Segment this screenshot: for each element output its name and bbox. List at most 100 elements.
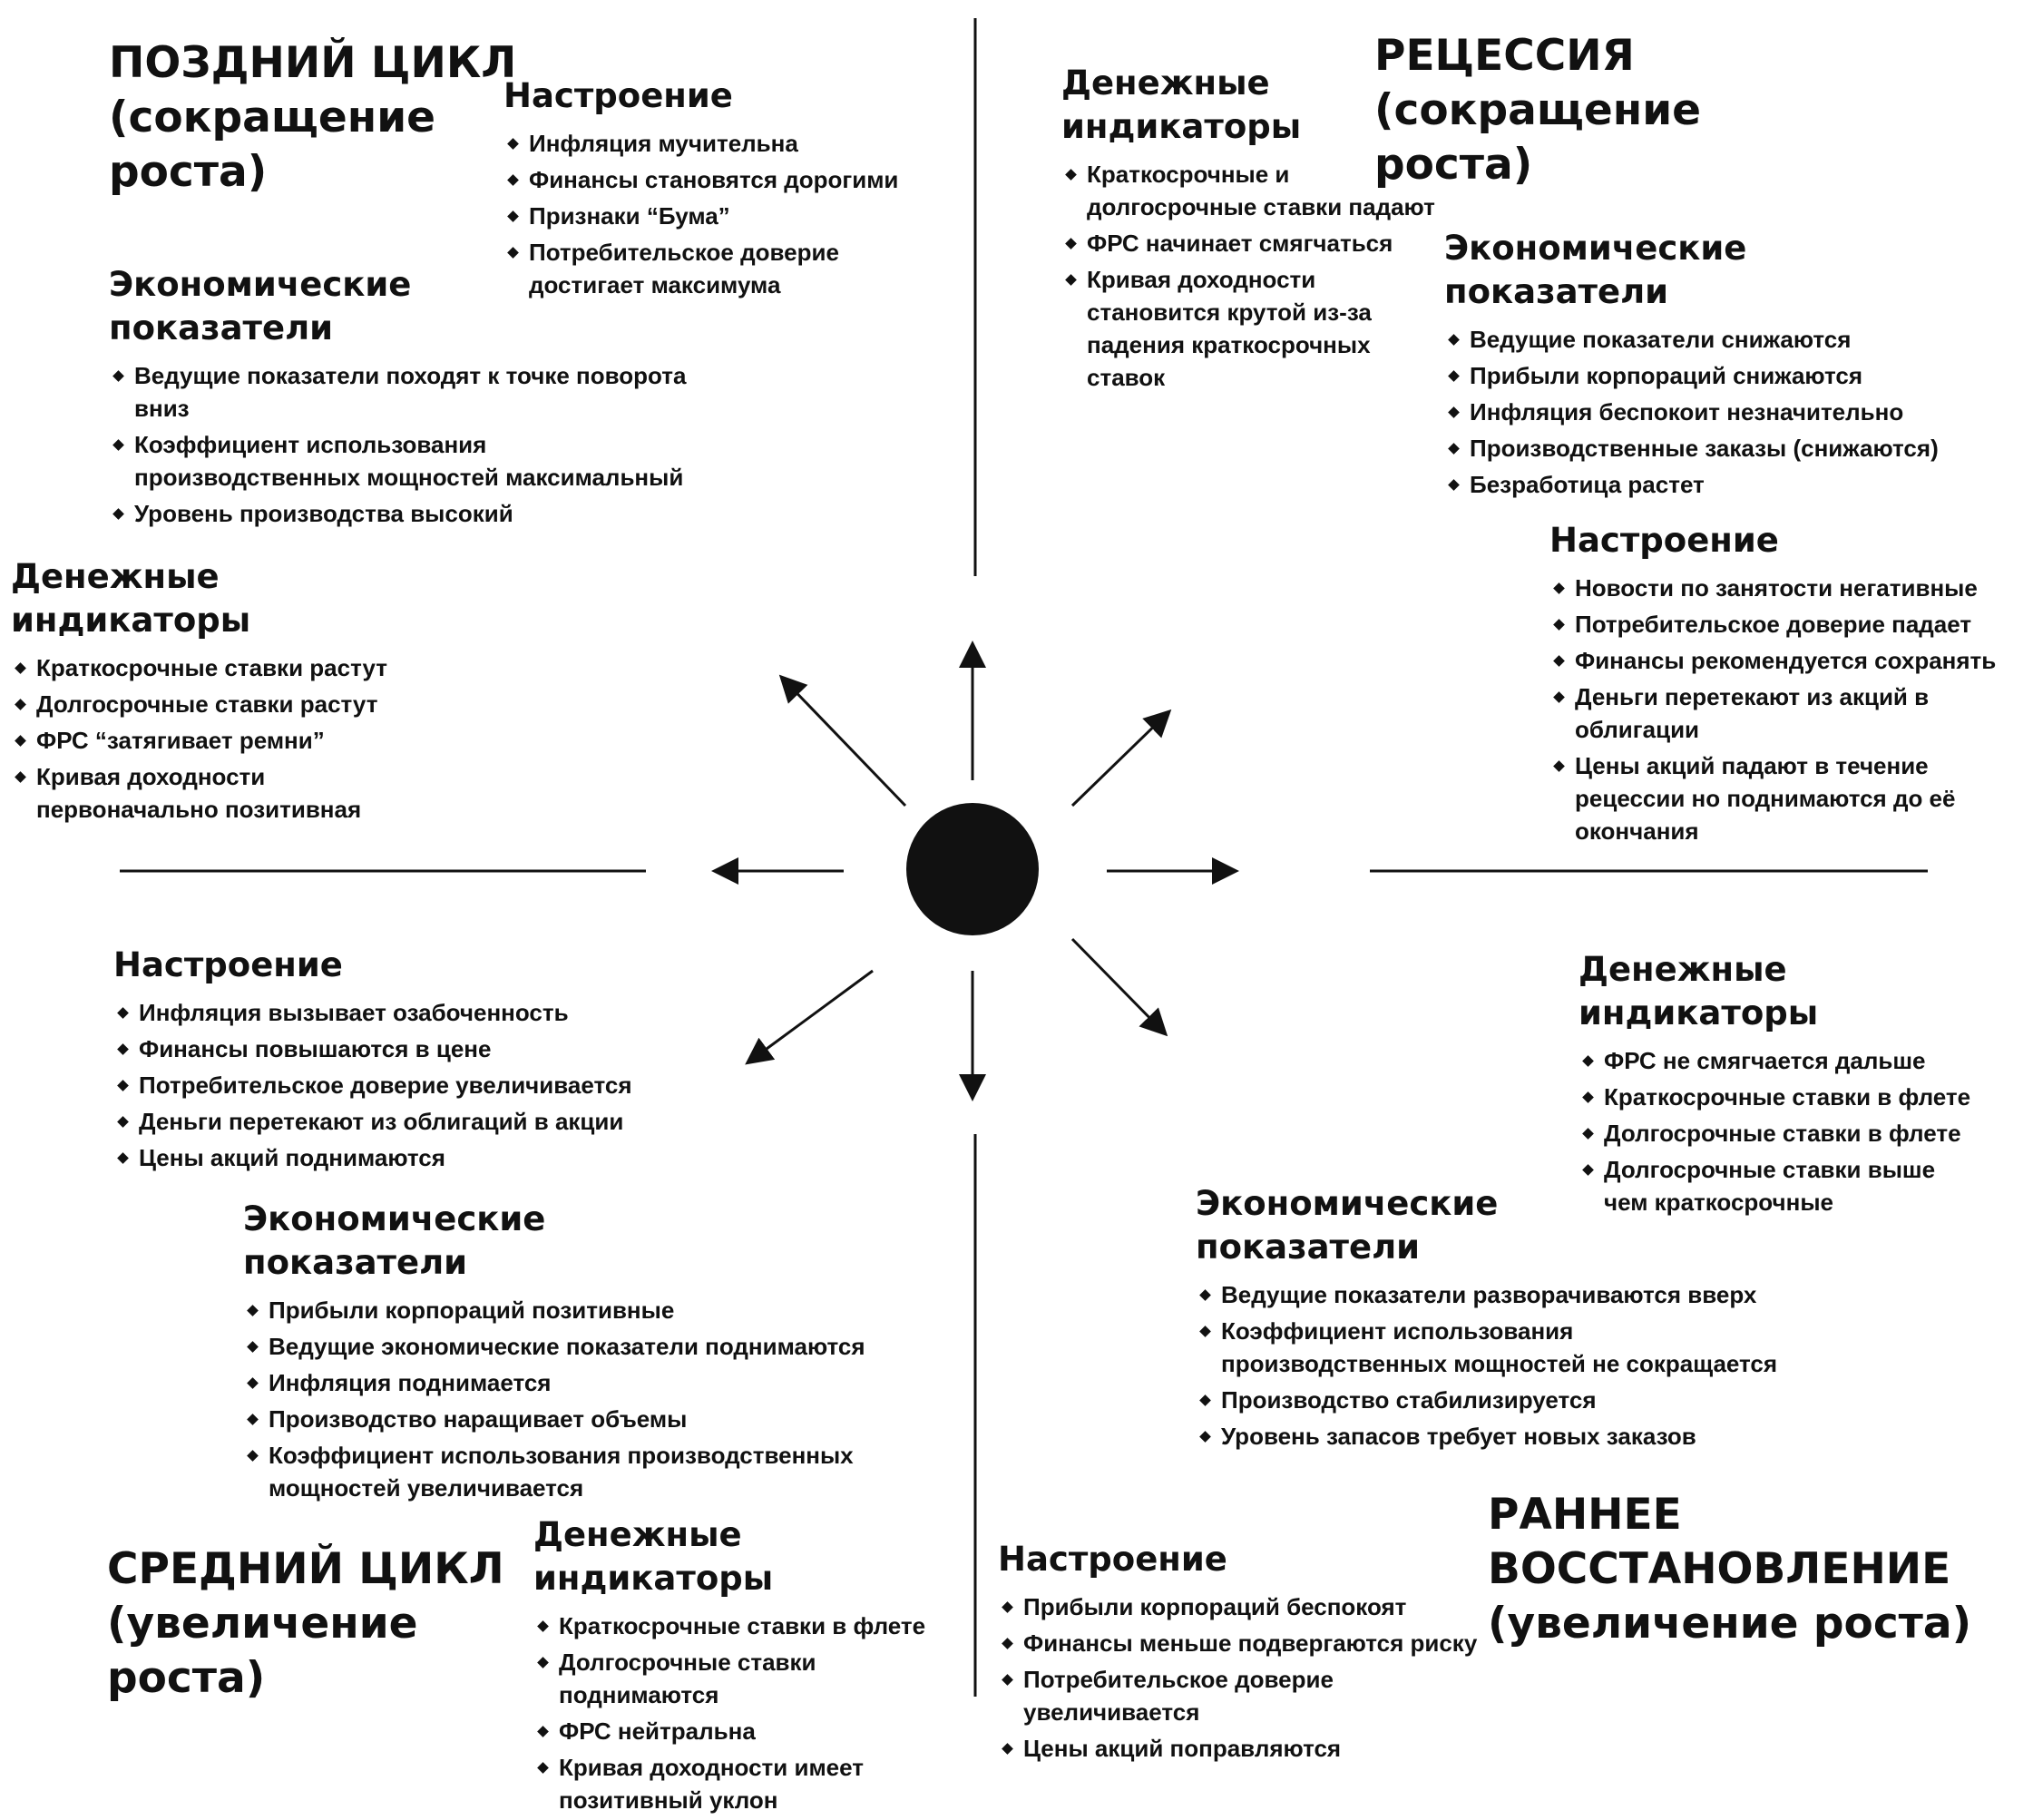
- bullet-item: Коэффициент использования производственн…: [243, 1439, 951, 1504]
- block-heading: Денежные индикаторы: [1579, 950, 1819, 1032]
- bullet-icon: [1002, 1638, 1013, 1649]
- bullet-item: Кривая доходности первоначально позитивн…: [11, 760, 410, 826]
- bullet-icon: [1448, 334, 1460, 346]
- bullet-icon: [507, 210, 519, 222]
- block-heading: Денежные индикаторы: [533, 1515, 774, 1598]
- bullet-item: Потребительское доверие достигает максим…: [503, 236, 903, 301]
- bullet-icon: [247, 1414, 259, 1425]
- bullet-text: Потребительское доверие увеличивается: [1023, 1666, 1334, 1726]
- bullet-item: Инфляция беспокоит незначительно: [1444, 396, 1952, 428]
- bullet-item: Прибыли корпораций позитивные: [243, 1294, 951, 1326]
- bullet-icon: [1582, 1128, 1594, 1140]
- bullet-icon: [537, 1726, 549, 1737]
- bullet-item: Цены акций падают в течение рецессии но …: [1549, 749, 2030, 847]
- bullet-item: Финансы становятся дорогими: [503, 163, 903, 196]
- bullet-icon: [1553, 655, 1565, 667]
- bullet-item: Производство стабилизируется: [1196, 1384, 1794, 1416]
- bullet-icon: [1199, 1431, 1211, 1443]
- bullet-item: Долгосрочные ставки растут: [11, 688, 410, 720]
- arrow-down-left: [745, 969, 874, 1065]
- bullet-icon: [1002, 1601, 1013, 1613]
- bullet-text: Производство стабилизируется: [1221, 1386, 1597, 1414]
- bullet-text: Потребительское доверие увеличивается: [139, 1071, 632, 1099]
- bullet-text: ФРС нейтральна: [559, 1717, 756, 1745]
- bullet-item: Финансы меньше подвергаются риску: [998, 1627, 1506, 1659]
- bullet-text: Краткосрочные ставки в флете: [1604, 1083, 1971, 1111]
- bullet-text: Инфляция беспокоит незначительно: [1470, 398, 1904, 426]
- bullet-text: Потребительское доверие достигает максим…: [529, 239, 839, 298]
- bullet-text: Долгосрочные ставки в флете: [1604, 1120, 1961, 1147]
- bullet-item: Краткосрочные ставки растут: [11, 651, 410, 684]
- bullet-item: Деньги перетекают из облигаций в акции: [113, 1105, 676, 1138]
- bullet-text: Прибыли корпораций беспокоят: [1023, 1593, 1407, 1620]
- bullet-icon: [537, 1762, 549, 1774]
- block-heading: Настроение: [1549, 521, 1779, 560]
- bullet-text: Краткосрочные и долгосрочные ставки пада…: [1087, 161, 1435, 220]
- bullet-item: Долгосрочные ставки выше чем краткосрочн…: [1579, 1153, 1978, 1218]
- bullet-item: Инфляция вызывает озабоченность: [113, 996, 676, 1029]
- bullet-item: Признаки “Бума”: [503, 200, 903, 232]
- bullet-icon: [247, 1341, 259, 1353]
- bullet-item: Коэффициент использования производственн…: [109, 428, 699, 494]
- bullet-icon: [507, 174, 519, 186]
- bullet-text: Коэффициент использования производственн…: [134, 431, 684, 491]
- bullet-item: ФРС “затягивает ремни”: [11, 724, 410, 757]
- bullet-icon: [112, 370, 124, 382]
- bullet-text: Ведущие показатели походят к точке повор…: [134, 362, 687, 422]
- bullet-text: Цены акций падают в течение рецессии но …: [1575, 752, 1956, 845]
- bullet-icon: [507, 138, 519, 150]
- bullet-icon: [247, 1305, 259, 1316]
- bullet-text: Финансы меньше подвергаются риску: [1023, 1629, 1478, 1657]
- bullet-text: Долгосрочные ставки поднимаются: [559, 1649, 816, 1708]
- bullet-text: Деньги перетекают из облигаций в акции: [139, 1108, 624, 1135]
- bullet-item: Цены акций поправляются: [998, 1732, 1506, 1765]
- block-heading: Экономические показатели: [1196, 1184, 1499, 1267]
- bullet-item: Потребительское доверие падает: [1549, 608, 2030, 641]
- bullet-icon: [537, 1620, 549, 1632]
- bullet-text: Кривая доходности имеет позитивный уклон: [559, 1754, 864, 1814]
- bullet-item: Краткосрочные ставки в флете: [1579, 1081, 1978, 1113]
- bullet-item: Производственные заказы (снижаются): [1444, 432, 1952, 465]
- bullet-item: Кривая доходности имеет позитивный уклон: [533, 1751, 969, 1816]
- bullet-text: Инфляция вызывает озабоченность: [139, 999, 569, 1026]
- bullet-text: Финансы рекомендуется сохранять: [1575, 647, 1997, 674]
- bullet-icon: [1065, 169, 1077, 181]
- bullet-icon: [15, 662, 26, 674]
- bullet-text: ФРС начинает смягчаться: [1087, 230, 1393, 257]
- bullet-text: Ведущие показатели разворачиваются вверх: [1221, 1281, 1757, 1308]
- bullet-text: Цены акций поднимаются: [139, 1144, 445, 1171]
- bullet-list: Краткосрочные и долгосрочные ставки пада…: [1061, 158, 1442, 394]
- bullet-item: Финансы повышаются в цене: [113, 1032, 676, 1065]
- bullet-item: Инфляция поднимается: [243, 1366, 951, 1399]
- bullet-item: Прибыли корпораций беспокоят: [998, 1590, 1506, 1623]
- arrow-down-right: [1070, 937, 1168, 1037]
- bullet-icon: [247, 1450, 259, 1462]
- bullet-icon: [1582, 1164, 1594, 1176]
- bullet-item: Уровень производства высокий: [109, 497, 699, 530]
- bullet-text: Коэффициент использования производственн…: [1221, 1317, 1778, 1377]
- bullet-item: Ведущие показатели походят к точке повор…: [109, 359, 699, 425]
- bullet-text: Уровень производства высокий: [134, 500, 513, 527]
- bullet-text: Финансы повышаются в цене: [139, 1035, 492, 1062]
- bullet-item: Ведущие показатели снижаются: [1444, 323, 1952, 356]
- bullet-icon: [1002, 1743, 1013, 1755]
- bullet-text: Ведущие экономические показатели поднима…: [269, 1333, 865, 1360]
- bullet-text: Потребительское доверие падает: [1575, 611, 1972, 638]
- bullet-icon: [112, 508, 124, 520]
